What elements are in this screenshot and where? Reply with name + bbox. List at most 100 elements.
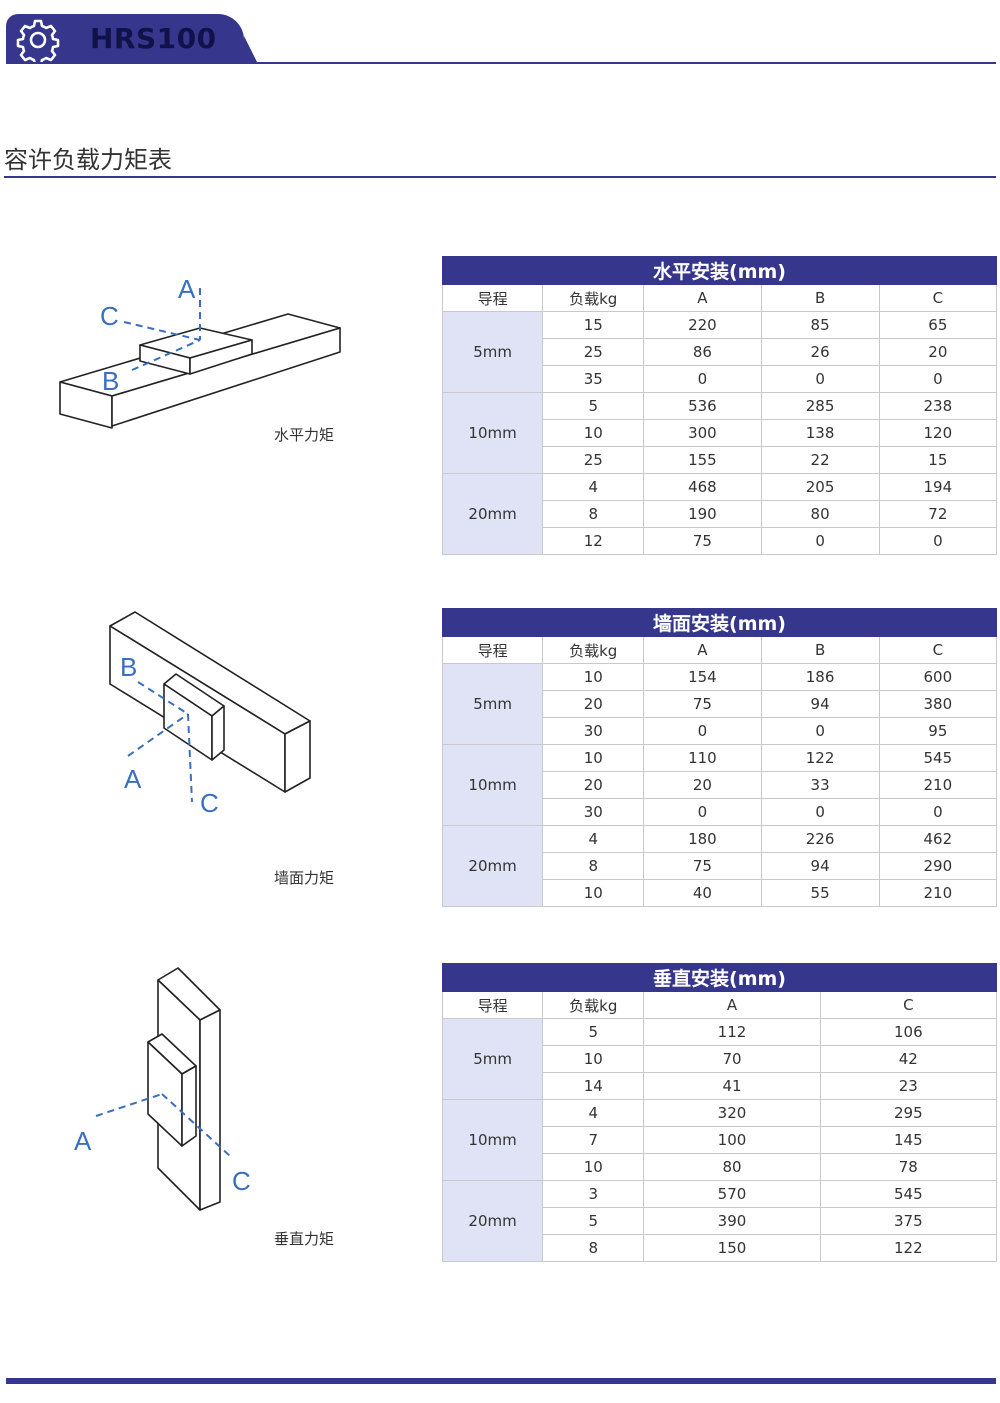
table-cell: 295 — [819, 1099, 998, 1127]
column-header: C — [819, 991, 998, 1019]
table-cell: 80 — [643, 1153, 821, 1181]
table-cell: 10 — [542, 419, 645, 447]
column-header: 导程 — [441, 284, 544, 312]
lead-cell: 20mm — [441, 473, 544, 555]
table-cell: 226 — [760, 825, 880, 853]
lead-cell: 5mm — [441, 1018, 544, 1100]
lead-cell: 5mm — [441, 663, 544, 745]
table-title: 水平安装(mm) — [442, 256, 997, 285]
table-cell: 0 — [760, 365, 880, 393]
table-cell: 0 — [760, 527, 880, 555]
table-cell: 75 — [643, 527, 762, 555]
table-title: 垂直安装(mm) — [442, 963, 997, 992]
table-cell: 0 — [643, 365, 762, 393]
section-rule — [4, 176, 996, 178]
table-cell: 545 — [878, 744, 998, 772]
table-cell: 0 — [878, 365, 998, 393]
table-cell: 468 — [643, 473, 762, 501]
column-header: 导程 — [441, 636, 544, 664]
table-cell: 7 — [542, 1126, 645, 1154]
table-cell: 138 — [760, 419, 880, 447]
table-cell: 190 — [643, 500, 762, 528]
table-cell: 26 — [760, 338, 880, 366]
table-cell: 10 — [542, 1045, 645, 1073]
table-cell: 390 — [643, 1207, 821, 1235]
table-cell: 94 — [760, 690, 880, 718]
table-cell: 5 — [542, 1207, 645, 1235]
table-cell: 100 — [643, 1126, 821, 1154]
table-cell: 20 — [878, 338, 998, 366]
table-cell: 65 — [878, 311, 998, 339]
axis-label-a: A — [178, 274, 196, 304]
table-cell: 205 — [760, 473, 880, 501]
table-cell: 10 — [542, 1153, 645, 1181]
table-cell: 320 — [643, 1099, 821, 1127]
column-header: A — [643, 991, 821, 1019]
lead-cell: 20mm — [441, 1180, 544, 1262]
table-cell: 30 — [542, 717, 645, 745]
table-cell: 462 — [878, 825, 998, 853]
table-cell: 285 — [760, 392, 880, 420]
table-cell: 25 — [542, 338, 645, 366]
column-header: B — [760, 636, 880, 664]
table-cell: 210 — [878, 771, 998, 799]
column-header: 负载kg — [542, 991, 645, 1019]
table-cell: 80 — [760, 500, 880, 528]
axis-label-a: A — [124, 764, 142, 794]
axis-label-b: B — [102, 366, 119, 396]
table-title: 墙面安装(mm) — [442, 608, 997, 637]
column-header: C — [878, 636, 998, 664]
column-header: 负载kg — [542, 284, 645, 312]
table-cell: 290 — [878, 852, 998, 880]
table-cell: 55 — [760, 879, 880, 907]
diagram-caption: 水平力矩 — [274, 426, 335, 444]
column-header: A — [643, 284, 762, 312]
table-cell: 220 — [643, 311, 762, 339]
axis-label-b: B — [120, 652, 137, 682]
table-cell: 42 — [819, 1045, 998, 1073]
table-cell: 238 — [878, 392, 998, 420]
table-cell: 600 — [878, 663, 998, 691]
table-cell: 154 — [643, 663, 762, 691]
table-cell: 10 — [542, 744, 645, 772]
table-cell: 570 — [643, 1180, 821, 1208]
table-cell: 110 — [643, 744, 762, 772]
axis-label-c: C — [100, 301, 119, 331]
axis-label-c: C — [200, 788, 219, 818]
table-cell: 20 — [542, 771, 645, 799]
table-cell: 15 — [878, 446, 998, 474]
table-cell: 0 — [760, 717, 880, 745]
table-cell: 94 — [760, 852, 880, 880]
axis-label-c: C — [232, 1166, 251, 1196]
table-cell: 0 — [643, 717, 762, 745]
table-cell: 72 — [878, 500, 998, 528]
table-cell: 22 — [760, 446, 880, 474]
column-header: C — [878, 284, 998, 312]
table-cell: 10 — [542, 879, 645, 907]
table-cell: 145 — [819, 1126, 998, 1154]
table-cell: 78 — [819, 1153, 998, 1181]
table-cell: 0 — [878, 798, 998, 826]
table-cell: 86 — [643, 338, 762, 366]
footer-rule — [6, 1378, 996, 1384]
lead-cell: 10mm — [441, 744, 544, 826]
table-cell: 75 — [643, 690, 762, 718]
table-cell: 8 — [542, 852, 645, 880]
table-cell: 380 — [878, 690, 998, 718]
table-cell: 85 — [760, 311, 880, 339]
table-cell: 5 — [542, 1018, 645, 1046]
table-cell: 70 — [643, 1045, 821, 1073]
